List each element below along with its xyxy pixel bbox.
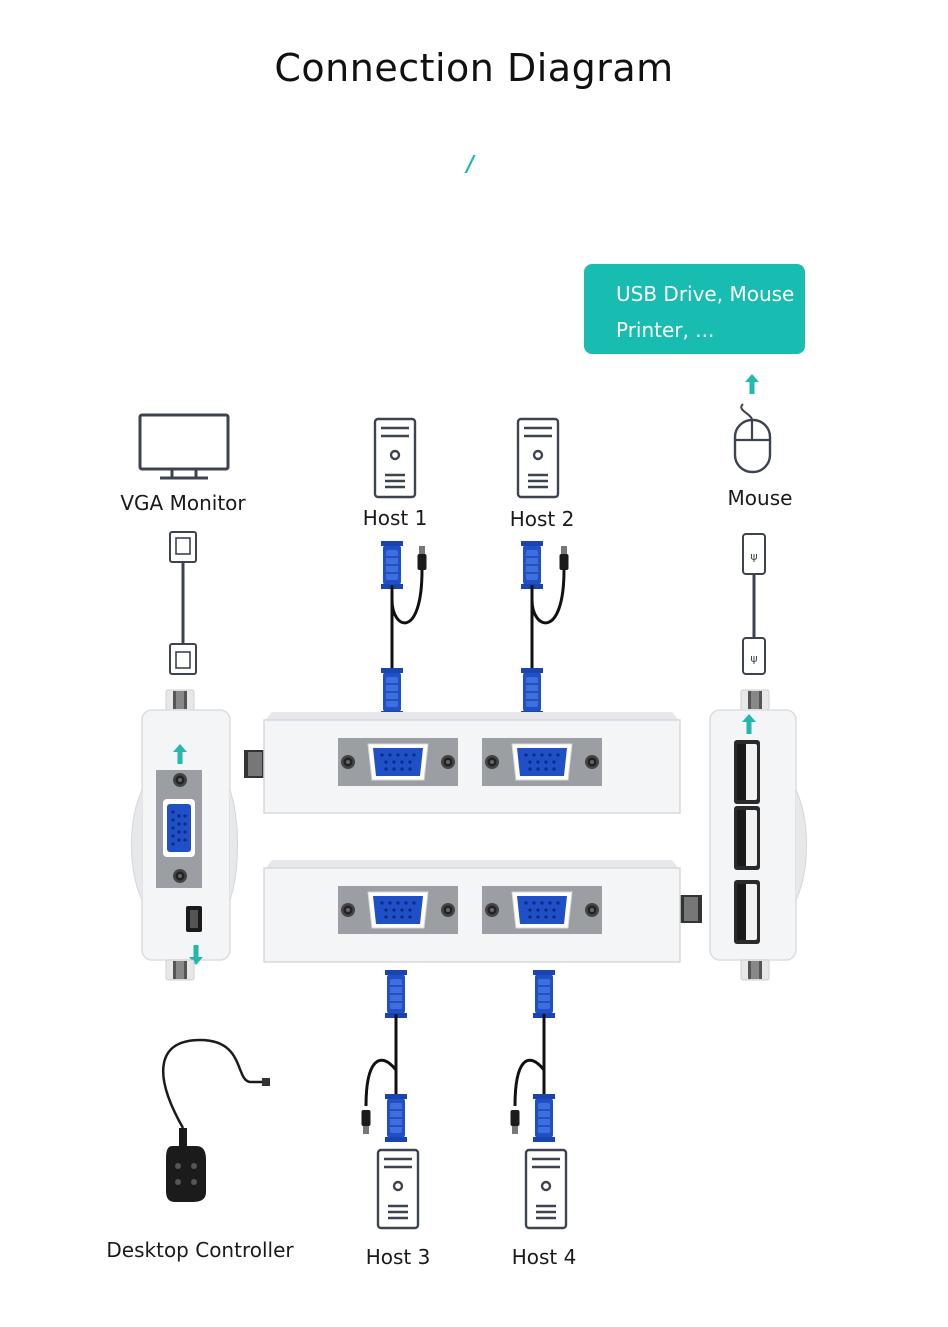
host-1-label: Host 1	[362, 506, 428, 530]
arrow-up-icon	[745, 374, 759, 394]
host-4-label: Host 4	[511, 1245, 577, 1269]
host-3-icon	[376, 1148, 420, 1230]
host-4-icon	[524, 1148, 568, 1230]
host-2-label: Host 2	[509, 507, 575, 531]
host-2-icon	[516, 417, 560, 499]
svg-text:ψ: ψ	[750, 652, 757, 665]
callout-line-1: USB Drive, Mouse	[616, 282, 795, 306]
usb-port-3	[734, 880, 760, 944]
host-1-kvm-cable	[380, 540, 427, 717]
monitor-vga-cable	[169, 531, 197, 675]
desktop-controller-label: Desktop Controller	[106, 1238, 294, 1262]
monitor-icon	[138, 413, 230, 480]
mouse-icon	[733, 403, 772, 474]
kvm-right-panel	[709, 689, 807, 981]
usb-extension-cable: ψ ψ	[742, 533, 766, 675]
host-4-kvm-cable	[510, 969, 556, 1143]
kvm-switch-top	[244, 712, 681, 814]
usb-port-1	[734, 740, 760, 804]
host-1-icon	[373, 417, 417, 499]
host-2-kvm-cable	[520, 540, 569, 717]
desktop-controller-icon	[161, 1038, 270, 1202]
usb-port-2	[734, 806, 760, 870]
mouse-label: Mouse	[727, 486, 793, 510]
host-3-label: Host 3	[365, 1245, 431, 1269]
vga-monitor-label: VGA Monitor	[120, 491, 246, 515]
kvm-left-panel	[131, 689, 238, 981]
host-3-kvm-cable	[361, 969, 408, 1143]
usb-devices-callout: USB Drive, Mouse Printer, ...	[584, 264, 805, 354]
svg-text:ψ: ψ	[750, 550, 757, 563]
kvm-switch-bottom	[263, 860, 702, 963]
diagram-title: Connection Diagram	[274, 46, 674, 90]
callout-line-2: Printer, ...	[616, 318, 715, 342]
